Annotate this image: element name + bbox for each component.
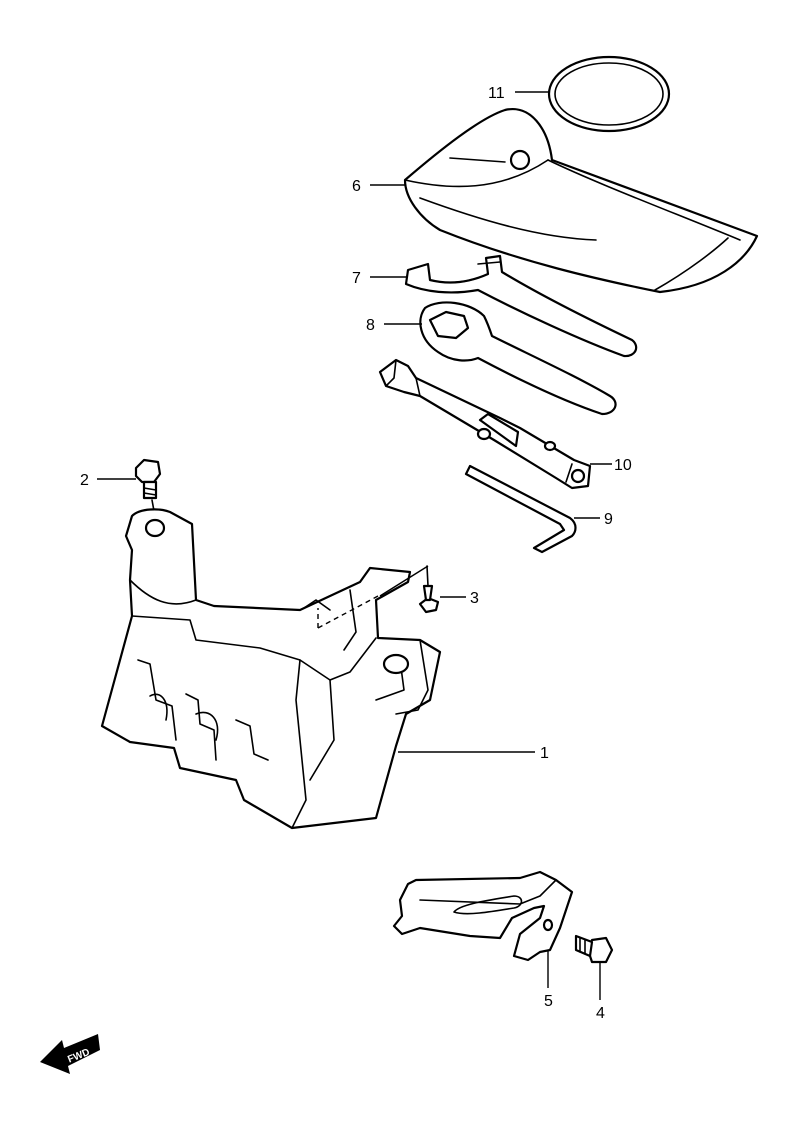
callout-4: 4	[596, 1005, 605, 1022]
part-9-hex-key	[464, 464, 577, 554]
callout-1: 1	[540, 745, 549, 762]
callout-6: 6	[352, 178, 361, 195]
part-6-tool-bag	[403, 107, 759, 294]
part-8-box-wrench	[419, 301, 617, 416]
screw-3-axis	[426, 565, 429, 587]
fwd-arrow-icon: FWD	[40, 1034, 100, 1074]
part-3-screw	[418, 584, 440, 614]
callout-9: 9	[604, 511, 613, 528]
part-5-bracket	[392, 870, 574, 962]
callout-2: 2	[80, 472, 89, 489]
callout-8: 8	[366, 317, 375, 334]
callout-11: 11	[488, 85, 505, 102]
part-4-flange-bolt	[574, 934, 614, 964]
callout-10: 10	[614, 457, 632, 474]
part-7-spanner	[404, 254, 638, 358]
part-2-bolt	[134, 458, 162, 500]
part-1-tool-tray	[100, 508, 442, 830]
part-10-plug-wrench	[378, 358, 592, 490]
part-11-ring	[547, 55, 671, 133]
callout-5: 5	[544, 993, 553, 1010]
callout-3: 3	[470, 590, 479, 607]
callout-7: 7	[352, 270, 361, 287]
